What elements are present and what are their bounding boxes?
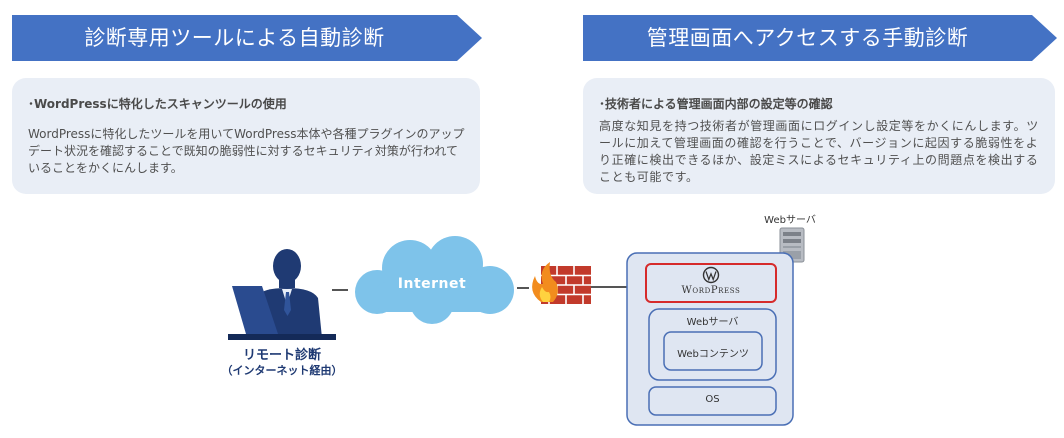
inner-web-server-label: Webサーバ: [686, 317, 739, 328]
left-banner-title: 診断専用ツールによる自動診断: [84, 26, 385, 50]
internet-cloud-icon: [355, 236, 514, 324]
right-banner-arrow-shape: [583, 15, 1057, 61]
wordpress-logo-icon: [702, 266, 720, 284]
internet-label: Internet: [397, 276, 467, 292]
web-server-top-label: Webサーバ: [764, 215, 816, 226]
left-description-panel: ･WordPressに特化したスキャンツールの使用 WordPressに特化した…: [12, 78, 480, 194]
os-label: OS: [705, 394, 720, 405]
os-box: [648, 386, 777, 416]
web-contents-label: Webコンテンツ: [677, 349, 749, 360]
person-at-laptop-icon: [228, 249, 336, 340]
web-contents-box: [663, 331, 763, 371]
left-panel-body: WordPressに特化したツールを用いてWordPress本体や各種プラグイン…: [28, 127, 465, 175]
right-description-panel: ･技術者による管理画面内部の設定等の確認 高度な知見を持つ技術者が管理画面にログ…: [583, 78, 1055, 194]
remote-diagnosis-label: リモート診断: [242, 348, 321, 363]
via-internet-label: （インターネット経由）: [221, 364, 343, 377]
right-panel-heading: ･技術者による管理画面内部の設定等の確認: [599, 97, 833, 111]
wordpress-label: WordPress: [681, 285, 741, 296]
right-banner: 管理画面へアクセスする手動診断: [583, 15, 1057, 61]
left-banner: 診断専用ツールによる自動診断: [12, 15, 482, 61]
firewall-icon: [532, 262, 591, 304]
right-banner-title: 管理画面へアクセスする手動診断: [646, 26, 969, 50]
left-banner-arrow-shape: [12, 15, 482, 61]
left-panel-heading: ･WordPressに特化したスキャンツールの使用: [28, 97, 287, 111]
right-panel-body: 高度な知見を持つ技術者が管理画面にログインし設定等をかくにんします。ツールに加え…: [599, 119, 1039, 184]
